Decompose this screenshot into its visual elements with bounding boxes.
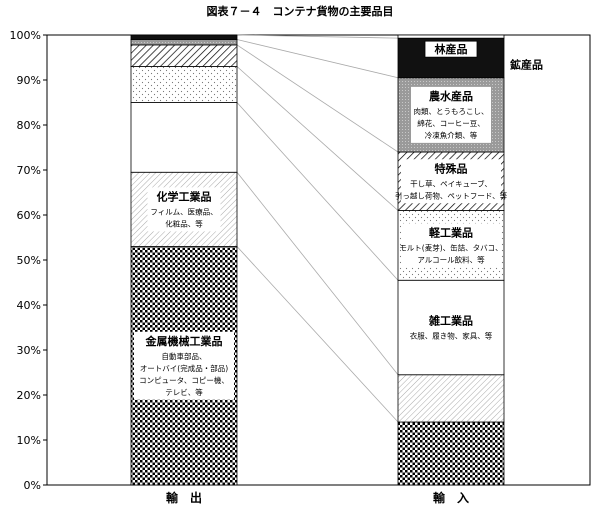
segment-sublabel: 冷凍魚介類、等 xyxy=(425,130,478,140)
y-tick-label: 80% xyxy=(17,119,41,132)
segment-sublabel: フィルム、医療品、 xyxy=(150,206,217,216)
segment-label-box xyxy=(411,86,491,143)
segment-sublabel: 自動車部品、 xyxy=(162,351,207,361)
bar-segment-agri xyxy=(130,39,238,46)
chart-title: 図表７－４ コンテナ貨物の主要品目 xyxy=(207,4,394,18)
y-tick-label: 0% xyxy=(24,479,41,492)
bar-segment-light xyxy=(130,66,238,103)
segment-sublabel: 肉類、とうもろこし、 xyxy=(414,106,489,116)
bar-segment-forest xyxy=(130,34,238,40)
segment-sublabel: 衣服、履き物、家具、等 xyxy=(410,331,493,341)
connector-line xyxy=(236,102,399,281)
connector-line xyxy=(236,172,399,375)
plot-frame xyxy=(46,34,591,486)
segment-sublabel: オートバイ(完成品・部品) xyxy=(140,363,228,373)
y-tick-label: 10% xyxy=(17,434,41,447)
segment-label: 金属機械工業品 xyxy=(145,334,223,348)
y-tick-label: 60% xyxy=(17,209,41,222)
segment-label: 農水産品 xyxy=(429,89,473,103)
segment-label: 軽工業品 xyxy=(429,225,473,239)
segment-sublabel: 綿花、コーヒー豆、 xyxy=(417,118,485,128)
segment-sublabel: 化粧品、等 xyxy=(165,218,203,228)
segment-label: 化学工業品 xyxy=(157,189,212,203)
y-tick-label: 40% xyxy=(17,299,41,312)
segment-label-box xyxy=(147,187,221,232)
segment-label-box xyxy=(424,40,478,58)
y-tick-label: 100% xyxy=(10,29,41,42)
y-tick-label: 20% xyxy=(17,389,41,402)
segment-sublabel: 干し草、ペイキューブ、 xyxy=(410,178,492,188)
segment-label: 林産品 xyxy=(435,42,468,56)
side-annotation: 鉱産品 xyxy=(510,57,543,71)
segment-label-box xyxy=(407,311,495,344)
plot-area: 0% 10% 20% 30% 40% 50% 60% 70% 80% 90% 100% 金属機械工業品… xyxy=(10,29,591,505)
segment-label-box xyxy=(401,159,501,204)
y-tick-label: 30% xyxy=(17,344,41,357)
connector-line xyxy=(236,44,399,153)
y-tick-label: 50% xyxy=(17,254,41,267)
connector-line xyxy=(236,34,399,39)
segment-sublabel: モルト(麦芽)、缶詰、タバコ、 xyxy=(399,242,502,252)
segment-label-box xyxy=(134,331,234,400)
connector-line xyxy=(236,39,399,79)
connector-line xyxy=(236,66,399,211)
bar-segment-chem xyxy=(397,374,505,423)
segment-sublabel: コンピュータ、コピー機、 xyxy=(139,375,229,385)
segment-label: 特殊品 xyxy=(435,161,468,175)
segment-sublabel: テレビ、等 xyxy=(165,387,203,397)
connector-line xyxy=(236,246,399,423)
segment-sublabel: 引っ越し荷物、ペットフード、等 xyxy=(395,190,508,200)
category-label: 輸 出 xyxy=(166,490,202,505)
y-tick-label: 70% xyxy=(17,164,41,177)
category-label: 輸 入 xyxy=(433,490,469,505)
segment-sublabel: アルコール飲料、等 xyxy=(417,254,485,264)
bar-segment-special xyxy=(130,44,238,67)
bar-segment-misc xyxy=(130,102,238,173)
segment-label-box xyxy=(401,223,501,268)
bar-segment-mineral xyxy=(397,34,505,39)
bar-segment-metal xyxy=(397,421,505,486)
y-tick-label: 90% xyxy=(17,74,41,87)
segment-label: 雑工業品 xyxy=(428,314,473,328)
